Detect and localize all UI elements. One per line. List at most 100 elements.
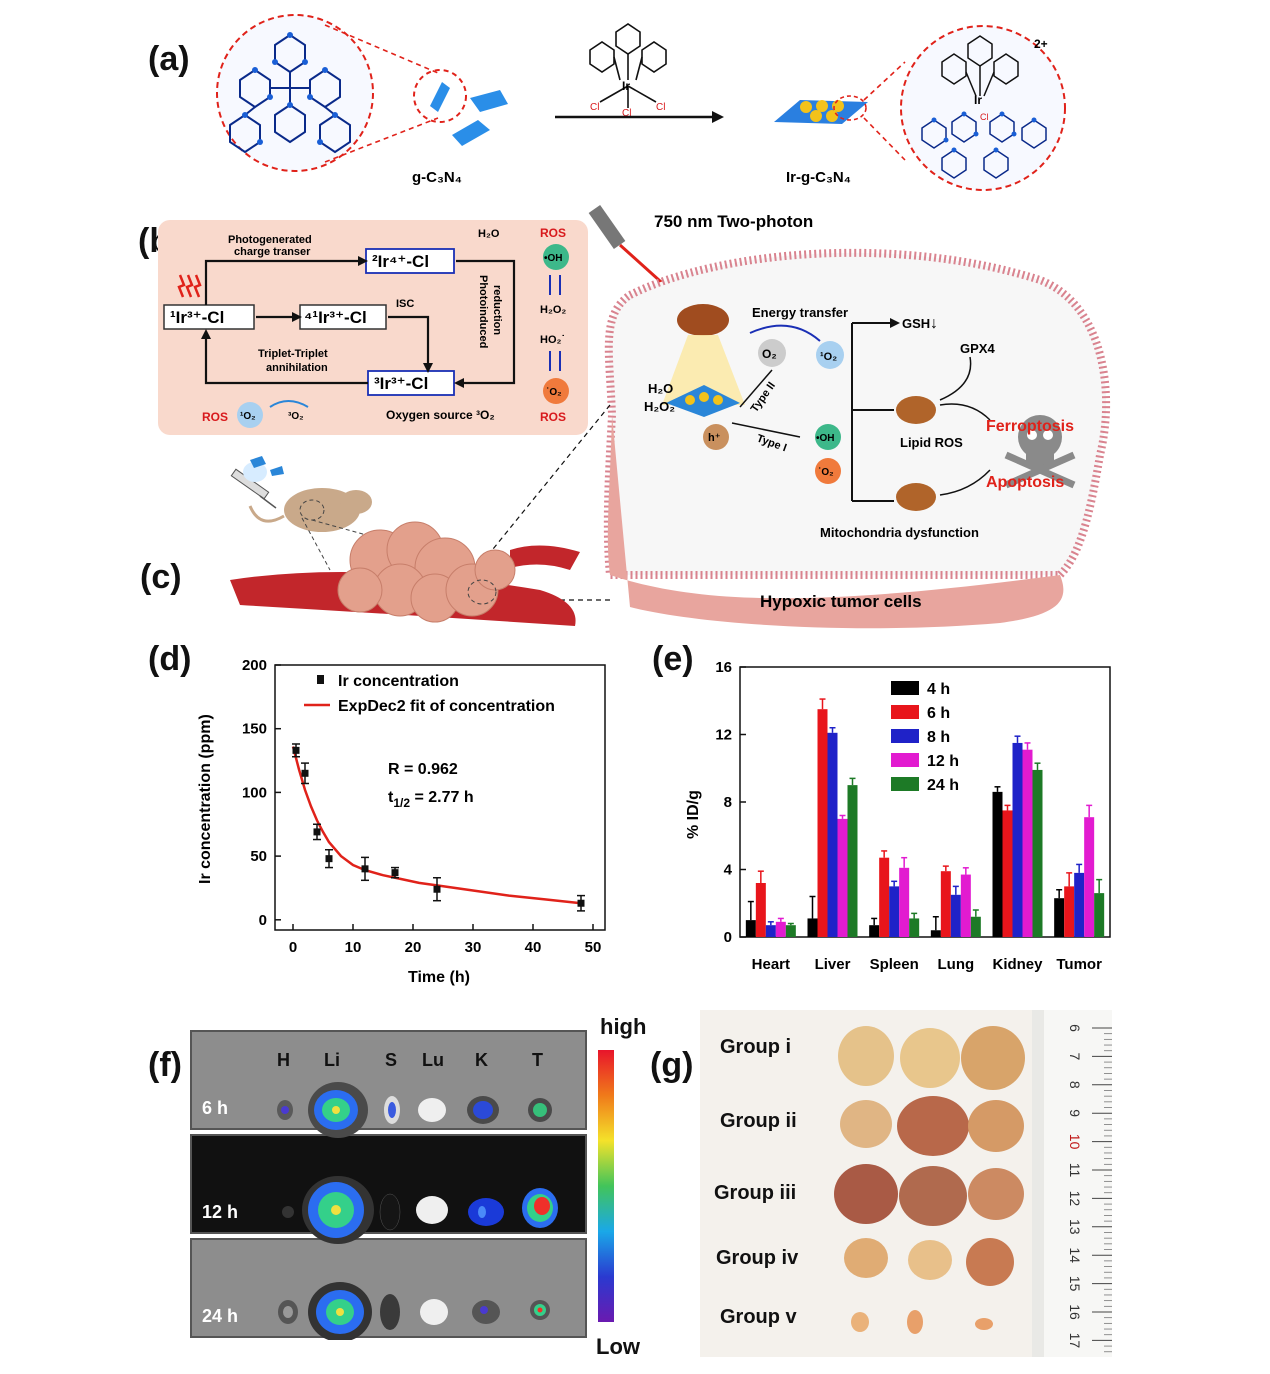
legend-swatch — [891, 753, 919, 767]
legend-points-label: Ir concentration — [338, 673, 459, 690]
mouse-tumor-illustration — [230, 456, 580, 626]
data-point — [361, 865, 369, 873]
bar — [889, 886, 900, 937]
cl-label: Cl — [622, 108, 631, 119]
hypoxic-label: Hypoxic tumor cells — [760, 592, 922, 611]
gsh-down-arrow: ↓ — [930, 315, 938, 332]
y-tick-label: 200 — [242, 657, 267, 674]
state-ir3-triplet: ³Ir³⁺-Cl — [374, 374, 428, 393]
time-label-6h: 6 h — [202, 1098, 228, 1118]
x-tick-label: 40 — [525, 939, 542, 956]
colorbar — [598, 1050, 614, 1322]
singlet-oxygen-label: ¹O₂ — [240, 411, 256, 422]
legend-label: 8 h — [927, 729, 950, 746]
apoptosis-label: Apoptosis — [986, 474, 1064, 491]
organ-label-kidney: K — [475, 1050, 488, 1070]
organ-label-heart: H — [277, 1050, 290, 1070]
tumor-cell-membrane — [603, 248, 1111, 579]
panel-b-scheme: ¹Ir³⁺-Cl ⁴¹Ir³⁺-Cl ²Ir⁴⁺-Cl ³Ir³⁺-Cl Pho… — [158, 220, 588, 435]
legend-label: 4 h — [927, 681, 950, 698]
hole-label: h⁺ — [708, 432, 721, 444]
ruler-number: 9 — [1067, 1109, 1083, 1117]
legend-label: 12 h — [927, 753, 959, 770]
ir-g-c3n4-label: Ir-g-C₃N₄ — [786, 169, 851, 186]
panel-a-label: (a) — [148, 40, 190, 78]
superoxide-bubble — [815, 458, 841, 484]
bar — [807, 918, 818, 937]
group-label-iii: Group iii — [714, 1182, 797, 1204]
legend-label: 6 h — [927, 705, 950, 722]
bar — [879, 857, 890, 937]
category-label: Kidney — [992, 956, 1043, 973]
organ-label-lung: Lu — [422, 1050, 444, 1070]
organ-label-spleen: S — [385, 1050, 397, 1070]
charge-transfer-label: charge transer — [234, 246, 311, 258]
singlet-o2-bubble — [816, 341, 844, 369]
laser-label: 750 nm Two-photon — [654, 212, 813, 231]
legend-marker-points — [317, 675, 324, 684]
lightning-icon — [177, 274, 202, 298]
ruler-number: 8 — [1067, 1081, 1083, 1089]
panel-c-scheme: 750 nm Two-photon Hypoxic tumor cells En… — [479, 204, 1111, 629]
mito-dysfunction-label: Mitochondria dysfunction — [820, 525, 979, 540]
ruler-number: 10 — [1067, 1134, 1083, 1150]
skull-icon — [1004, 415, 1076, 489]
time-label-24h: 24 h — [202, 1306, 238, 1326]
g-c3n4-flake — [430, 82, 450, 112]
state-ir3-quartet: ⁴¹Ir³⁺-Cl — [304, 308, 367, 327]
legend-swatch — [891, 777, 919, 791]
panel-c-label: (c) — [140, 558, 182, 596]
legend-label: 24 h — [927, 777, 959, 794]
imaging-row-24h — [190, 1238, 587, 1338]
energy-transfer-label: Energy transfer — [752, 305, 848, 320]
category-label: Spleen — [870, 956, 919, 973]
superoxide-label: ˙O₂ — [546, 387, 562, 398]
ruler-number: 11 — [1067, 1163, 1083, 1178]
state-box-ir3-singlet — [163, 304, 255, 330]
oxygen-source-label: Oxygen source ³O₂ — [386, 408, 495, 422]
panel-e-label: (e) — [652, 640, 694, 678]
bar — [765, 925, 776, 937]
ros-label: ROS — [540, 226, 566, 240]
gsh-label: GSH — [902, 316, 930, 331]
superoxide-bubble — [543, 378, 569, 404]
oh-label: •OH — [816, 433, 835, 444]
tumor-cell-base — [607, 415, 1064, 629]
tumor-photo: Group i Group ii Group iii Group iv Grou… — [700, 1010, 1112, 1357]
legend-fit-label: ExpDec2 fit of concentration — [338, 698, 555, 715]
data-point — [292, 746, 300, 754]
bar — [1002, 810, 1013, 937]
data-point — [391, 869, 399, 877]
mitochondrion-icon — [677, 304, 729, 336]
x-tick-label: 10 — [345, 939, 362, 956]
ferroptosis-label: Ferroptosis — [986, 418, 1074, 435]
superoxide-label: ˙O₂ — [818, 467, 834, 478]
y-tick-label: 8 — [724, 794, 732, 811]
category-label: Heart — [752, 956, 790, 973]
nanoparticle-cloud — [243, 462, 267, 482]
bar — [817, 709, 828, 937]
g-c3n4-flake — [470, 90, 508, 112]
bar — [992, 791, 1003, 937]
ruler-number: 7 — [1067, 1053, 1083, 1061]
cl-label: Cl — [980, 112, 989, 122]
fit-curve — [291, 746, 582, 905]
panel-g-label: (g) — [650, 1046, 694, 1084]
ir-g-c3n4-flake — [774, 100, 868, 124]
o2-label: O₂ — [762, 347, 777, 361]
photoinduced-label: Photoinduced — [477, 275, 489, 348]
bar — [909, 918, 920, 937]
y-tick-label: 150 — [242, 721, 267, 738]
bar — [1064, 886, 1075, 937]
ho2-label: HO₂˙ — [540, 334, 565, 346]
data-point — [301, 769, 309, 777]
bar — [827, 732, 838, 937]
bar — [1094, 893, 1105, 937]
y-tick-label: 0 — [259, 912, 267, 929]
bar — [1022, 749, 1033, 937]
g-c3n4-flake — [452, 120, 490, 146]
triplet-oxygen-label: ³O₂ — [288, 411, 304, 422]
data-point — [313, 828, 321, 836]
ros-singlet-label: ROS — [202, 410, 228, 424]
